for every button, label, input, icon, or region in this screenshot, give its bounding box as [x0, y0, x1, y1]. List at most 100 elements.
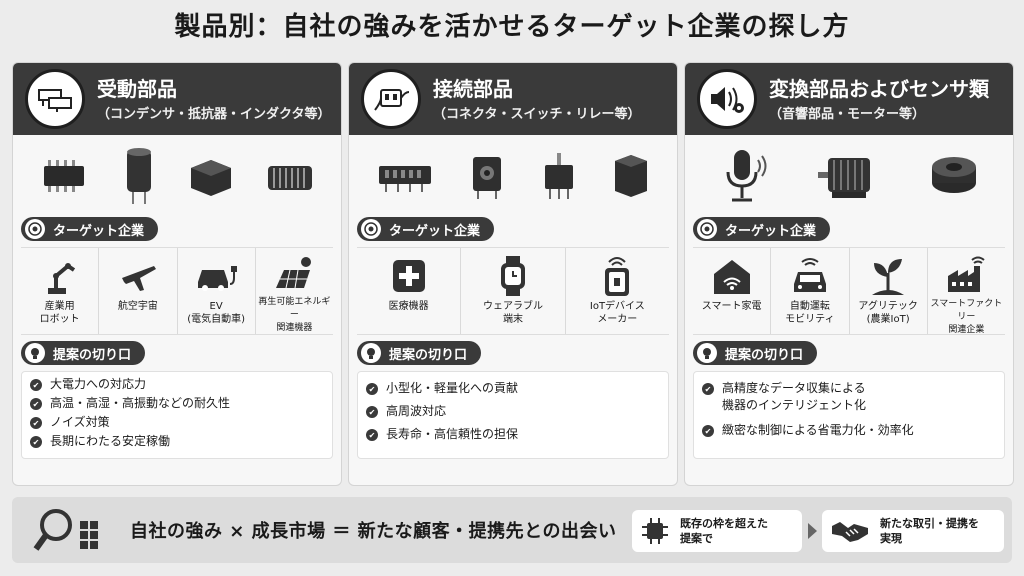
proposal-item: ✔大電力への対応力	[30, 376, 324, 393]
airplane-icon	[118, 254, 158, 298]
target-item: 航空宇宙	[99, 248, 178, 334]
column-connection-components: 接続部品 （コネクタ・スイッチ・リレー等） ターゲット企業 医療機器 ウェアラブ…	[348, 62, 678, 486]
microphone-icon	[726, 150, 767, 202]
proposal-list: ✔大電力への対応力 ✔高温・高湿・高振動などの耐久性 ✔ノイズ対策 ✔長期にわた…	[21, 371, 333, 459]
proposal-label: 提案の切り口	[21, 341, 146, 365]
proposal-label: 提案の切り口	[357, 341, 482, 365]
check-icon: ✔	[702, 383, 714, 395]
target-item: 産業用 ロボット	[21, 248, 100, 334]
target-item: 再生可能エネルギー 関連機器	[256, 248, 333, 334]
coil-icon	[267, 166, 312, 190]
medical-cross-icon	[389, 254, 429, 298]
jack-icon	[473, 157, 501, 199]
target-item-label: 医療機器	[388, 301, 429, 312]
target-label: ターゲット企業	[693, 217, 831, 241]
target-item-label: スマート家電	[701, 301, 762, 312]
motor-icon	[818, 158, 870, 198]
target-label-text: ターゲット企業	[389, 223, 481, 239]
factory-icon	[944, 254, 988, 296]
product-images	[685, 135, 1013, 217]
speaker-gear-icon	[697, 69, 757, 129]
smart-home-icon	[710, 254, 754, 298]
column-header: 接続部品 （コネクタ・スイッチ・リレー等）	[349, 63, 677, 135]
column-header: 変換部品およびセンサ類 （音響部品・モーター等）	[685, 63, 1013, 135]
arrow-right-icon	[808, 523, 817, 539]
proposal-item: ✔緻密な制御による省電力化・効率化	[702, 422, 996, 439]
proposal-label-text: 提案の切り口	[53, 347, 132, 363]
target-item: スマート家電	[693, 248, 772, 334]
smartwatch-icon	[493, 254, 533, 298]
lightbulb-icon	[361, 343, 381, 363]
target-label: ターゲット企業	[357, 217, 495, 241]
target-section: ターゲット企業 産業用 ロボット 航空宇宙 EV (電気自動車) 再生可能エネル…	[21, 217, 333, 335]
target-item-label: EV (電気自動車)	[187, 301, 246, 325]
inductor-block-icon	[191, 160, 232, 196]
target-item: スマートファクトリー 関連企業	[928, 248, 1005, 335]
target-item: 自動運転 モビリティ	[771, 248, 850, 334]
target-item: EV (電気自動車)	[178, 248, 256, 334]
target-item-label: IoTデバイス メーカー	[589, 301, 645, 325]
pin-connector-icon	[379, 166, 431, 192]
proposal-item: ✔高精度なデータ収集による 機器のインテリジェント化	[702, 380, 996, 414]
proposal-item: ✔長寿命・高信頼性の担保	[366, 426, 660, 443]
check-icon: ✔	[366, 429, 378, 441]
proposal-label: 提案の切り口	[693, 341, 818, 365]
column-subtitle: （コンデンサ・抵抗器・インダクタ等）	[97, 107, 331, 122]
proposal-item: ✔高周波対応	[366, 403, 660, 420]
ic-chip-icon	[44, 160, 85, 192]
check-icon: ✔	[30, 379, 42, 391]
relay-icon	[615, 155, 647, 197]
proposal-item: ✔高温・高湿・高振動などの耐久性	[30, 395, 324, 412]
robot-arm-icon	[40, 254, 80, 298]
proposal-item: ✔小型化・軽量化への貢献	[366, 380, 660, 397]
target-item-label: アグリテック (農業IoT)	[858, 301, 918, 325]
proposal-item: ✔ノイズ対策	[30, 414, 324, 431]
proposal-list: ✔高精度なデータ収集による 機器のインテリジェント化 ✔緻密な制御による省電力化…	[693, 371, 1005, 459]
proposal-list: ✔小型化・軽量化への貢献 ✔高周波対応 ✔長寿命・高信頼性の担保	[357, 371, 669, 459]
target-list: 産業用 ロボット 航空宇宙 EV (電気自動車) 再生可能エネルギー 関連機器	[21, 247, 333, 335]
target-item-label: スマートファクトリー 関連企業	[930, 299, 1003, 335]
target-label: ターゲット企業	[21, 217, 159, 241]
proposal-section: 提案の切り口 ✔大電力への対応力 ✔高温・高湿・高振動などの耐久性 ✔ノイズ対策…	[21, 341, 333, 459]
buzzer-icon	[932, 157, 976, 193]
column-title: 受動部品	[97, 77, 177, 101]
iot-device-icon	[597, 254, 637, 298]
outcome-box-partnership: 新たな取引・提携を 実現	[822, 510, 1004, 552]
check-icon: ✔	[702, 425, 714, 437]
summary-banner: 自社の強み × 成長市場 ＝ 新たな顧客・提携先との出会い 既存の枠を超えた 提…	[12, 497, 1012, 563]
target-item: アグリテック (農業IoT)	[850, 248, 928, 334]
target-label-text: ターゲット企業	[725, 223, 817, 239]
target-item-label: ウェアラブル 端末	[482, 301, 543, 325]
target-list: スマート家電 自動運転 モビリティ アグリテック (農業IoT) スマートファク…	[693, 247, 1005, 335]
proposal-item: ✔長期にわたる安定稼働	[30, 433, 324, 450]
ev-car-icon	[194, 254, 238, 298]
product-images	[13, 135, 341, 217]
column-title: 接続部品	[433, 77, 513, 101]
target-item: 医療機器	[357, 248, 462, 334]
check-icon: ✔	[30, 417, 42, 429]
autonomous-car-icon	[788, 254, 832, 298]
outcome-box-proposal: 既存の枠を超えた 提案で	[632, 510, 802, 552]
outcome-text: 既存の枠を超えた 提案で	[680, 517, 768, 545]
target-item-label: 産業用 ロボット	[39, 301, 80, 325]
solar-panel-icon	[272, 254, 316, 294]
target-item-label: 再生可能エネルギー 関連機器	[258, 297, 331, 333]
handshake-icon	[832, 522, 868, 542]
plant-sprout-icon	[868, 254, 908, 298]
target-icon	[25, 219, 45, 239]
target-item-label: 自動運転 モビリティ	[785, 301, 835, 325]
check-icon: ✔	[366, 383, 378, 395]
target-item: ウェアラブル 端末	[461, 248, 566, 334]
proposal-section: 提案の切り口 ✔小型化・軽量化への貢献 ✔高周波対応 ✔長寿命・高信頼性の担保	[357, 341, 669, 459]
magnifier-search-icon	[33, 509, 98, 551]
target-list: 医療機器 ウェアラブル 端末 IoTデバイス メーカー	[357, 247, 669, 335]
check-icon: ✔	[30, 436, 42, 448]
target-label-text: ターゲット企業	[53, 223, 145, 239]
column-title: 変換部品およびセンサ類	[769, 77, 989, 101]
column-transducers-sensors: 変換部品およびセンサ類 （音響部品・モーター等） ターゲット企業 スマート家電 …	[684, 62, 1014, 486]
lightbulb-icon	[25, 343, 45, 363]
target-section: ターゲット企業 医療機器 ウェアラブル 端末 IoTデバイス メーカー	[357, 217, 669, 335]
target-item: IoTデバイス メーカー	[566, 248, 669, 334]
column-header: 受動部品 （コンデンサ・抵抗器・インダクタ等）	[13, 63, 341, 135]
lightbulb-icon	[697, 343, 717, 363]
